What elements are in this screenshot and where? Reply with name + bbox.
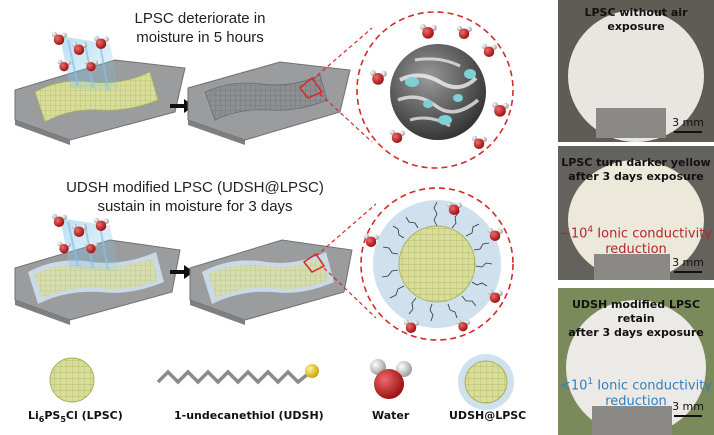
legend-udsh-label: 1-undecanethiol (UDSH) [174, 409, 324, 422]
legend-lpsc-label: Li6PS5Cl (LPSC) [28, 409, 123, 424]
photo-3-note-line1: <101 Ionic conductivity [558, 374, 714, 394]
photo-2-note-line1: ~104 Ionic conductivity [558, 222, 714, 242]
photo-2-note-pre: ~10 [559, 226, 588, 242]
pellet-holder-2 [594, 254, 670, 280]
photo-1-scale-bar [674, 131, 702, 133]
photo-2-scale-bar [674, 271, 702, 273]
legend-water-label: Water [372, 409, 410, 422]
top-caption-line1: LPSC deteriorate in [134, 10, 266, 27]
photo-panel-1: LPSC without air exposure 3 mm [558, 0, 714, 142]
mid-caption-line2: sustain in moisture for 3 days [97, 198, 293, 215]
legend-lpsc-prefix: Li [28, 409, 39, 422]
photo-3-title-line1: UDSH modified LPSC retain [571, 298, 701, 325]
photo-3-note-line2: reduction [605, 394, 667, 410]
photo-3-title: UDSH modified LPSC retain after 3 days e… [558, 298, 714, 340]
photo-panel-2: LPSC turn darker yellow after 3 days exp… [558, 146, 714, 280]
photo-2-note-line2: reduction [605, 242, 667, 258]
legend-lpsc-mid: PS [44, 409, 61, 422]
zoom-circle-top [356, 11, 514, 169]
tray-top-middle [187, 61, 351, 145]
schematic-svg [14, 11, 514, 410]
legend-udsh-chain [156, 364, 319, 385]
top-caption: LPSC deteriorate in moisture in 5 hours [110, 9, 290, 47]
legend-lpsc-particle [49, 357, 95, 403]
zoom-circle-mid [360, 187, 514, 341]
legend-lpsc-sub1: 6 [38, 415, 45, 425]
photo-3-scale-bar [674, 415, 702, 417]
photo-2-title: LPSC turn darker yellow after 3 days exp… [558, 156, 714, 184]
photo-3-note-pre: <10 [559, 378, 588, 394]
tray-mid-middle [189, 239, 353, 325]
photo-3-note: <101 Ionic conductivity reduction [558, 374, 714, 410]
photo-3-note-post: Ionic conductivity [593, 378, 712, 394]
tray-mid-left [14, 239, 181, 325]
photo-panel-3: UDSH modified LPSC retain after 3 days e… [558, 288, 714, 435]
legend-coated-particle [458, 354, 514, 410]
legend-lpsc-sub2: 5 [60, 415, 66, 425]
photo-3-note-exp: 1 [587, 377, 594, 387]
tray-top-left [14, 59, 186, 145]
photo-2-note-post: Ionic conductivity [593, 226, 712, 242]
arrow-right-icon-2 [170, 265, 194, 279]
pellet-holder-1 [596, 108, 666, 138]
photo-2-note-exp: 4 [587, 225, 594, 235]
photo-2-scale: 3 mm [672, 256, 704, 269]
top-caption-line2: moisture in 5 hours [136, 29, 264, 46]
pellet-holder-3 [592, 406, 672, 435]
photo-2-title-line1: LPSC turn darker yellow [561, 156, 711, 169]
photo-1-scale: 3 mm [672, 116, 704, 129]
photo-2-note: ~104 Ionic conductivity reduction [558, 222, 714, 258]
photo-2-title-line2: after 3 days exposure [568, 170, 704, 183]
mid-caption: UDSH modified LPSC (UDSH@LPSC) sustain i… [60, 178, 330, 216]
mid-caption-line1: UDSH modified LPSC (UDSH@LPSC) [66, 179, 324, 196]
legend-lpsc-suffix: Cl (LPSC) [65, 409, 123, 422]
udsh-chains [381, 201, 493, 322]
photo-3-title-line2: after 3 days exposure [568, 326, 704, 339]
legend-coated-label: UDSH@LPSC [449, 409, 527, 422]
legend-water-molecule [370, 359, 412, 399]
photo-3-scale: 3 mm [672, 400, 704, 413]
photo-1-title: LPSC without air exposure [584, 6, 688, 33]
